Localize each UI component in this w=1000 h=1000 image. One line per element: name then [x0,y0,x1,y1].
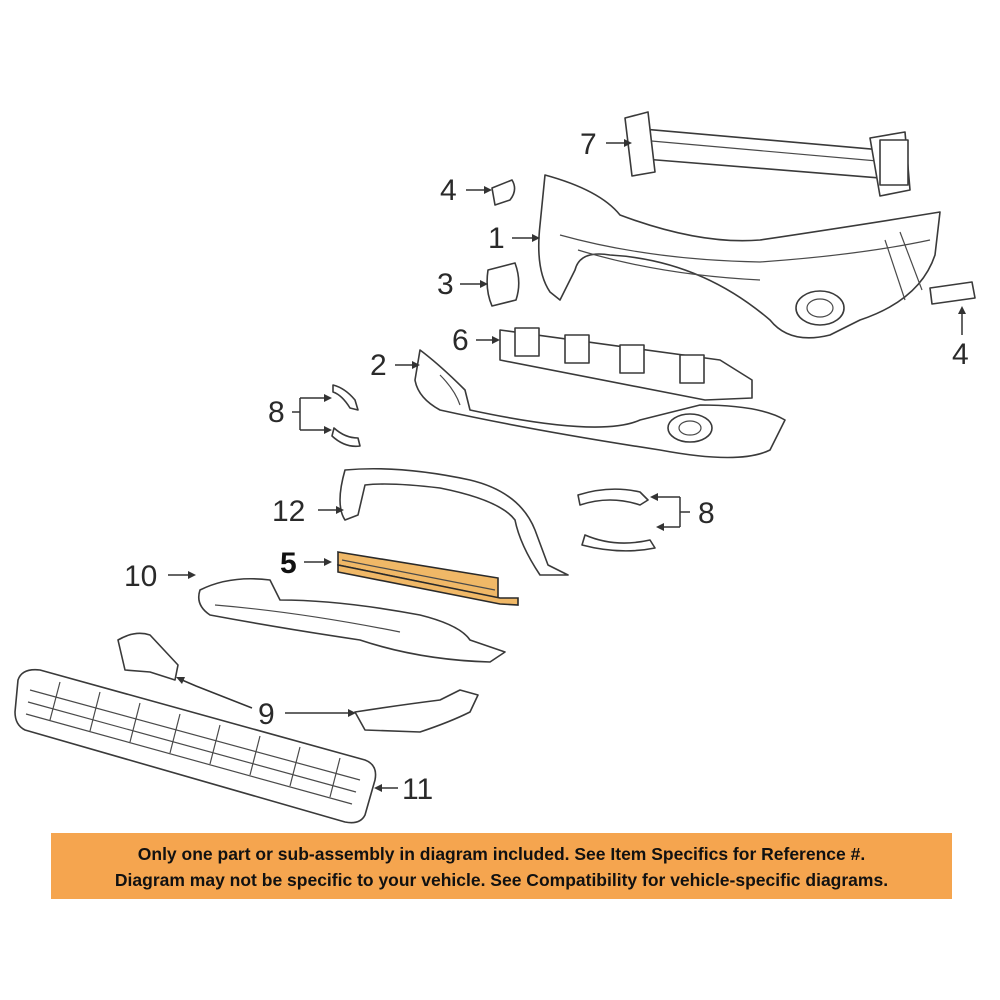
callout-6: 6 [452,324,469,357]
callout-7: 7 [580,128,597,161]
part-10-deflector [197,577,506,663]
part-11-grille [14,668,377,824]
disclaimer-banner: Only one part or sub-assembly in diagram… [51,833,952,899]
callout-4-left: 4 [440,174,457,207]
part-2-lower-fascia [414,349,786,459]
callout-labels: 7 4 1 3 4 6 2 8 12 8 5 10 9 11 [124,128,969,806]
part-5-cross-member-highlighted [337,551,519,606]
callout-2: 2 [370,349,387,382]
callout-9: 9 [258,698,275,731]
part-1-bumper-cover [537,174,941,339]
part-9-bracket-right [354,689,479,733]
part-8-clips-right [577,488,656,552]
disclaimer-line-2: Diagram may not be specific to your vehi… [114,870,889,890]
callout-5: 5 [280,547,297,580]
part-4-clip-left [491,179,516,206]
part-9-bracket-left [117,632,179,681]
callout-8-right: 8 [698,497,715,530]
part-8-clips-left [331,384,361,448]
leader-lines [168,139,966,792]
callout-4-right: 4 [952,338,969,371]
callout-8-left: 8 [268,396,285,429]
part-4-bracket-right [929,281,976,305]
part-3-cap [486,262,520,307]
callout-12: 12 [272,495,305,528]
callout-1: 1 [488,222,505,255]
part-6-absorber [499,327,753,401]
callout-3: 3 [437,268,454,301]
part-7-reinforcement-bar [624,111,911,197]
callout-11: 11 [402,773,433,806]
disclaimer-line-1: Only one part or sub-assembly in diagram… [137,844,866,864]
part-12-support [339,467,569,576]
callout-10: 10 [124,560,157,593]
